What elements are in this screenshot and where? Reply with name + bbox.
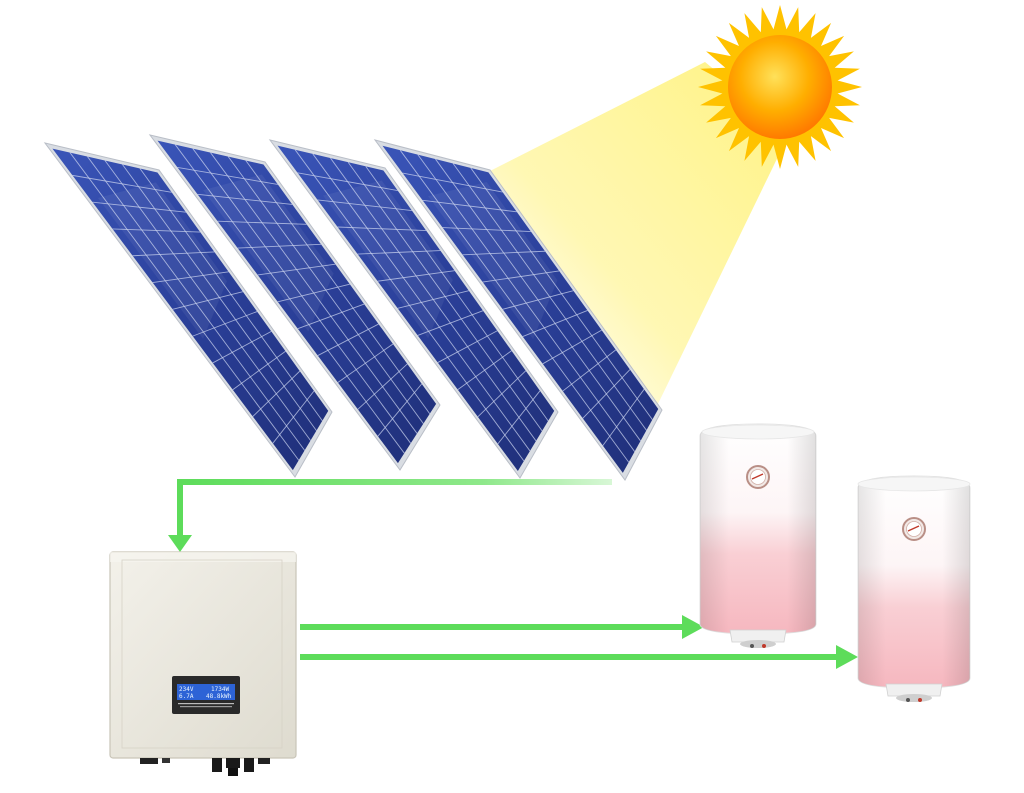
- controller-box-icon: 234V 1734W 6.7A 48.8kWh: [109, 551, 297, 776]
- arrow-controller-to-heater-2: [300, 645, 858, 669]
- thermometer-dial-icon: [746, 465, 770, 489]
- arrow-panels-to-controller: [168, 479, 612, 552]
- water-heater-icon: [699, 423, 817, 648]
- solar-panel-icon: [373, 139, 663, 481]
- lcd-line1-right: 1734W: [211, 686, 229, 693]
- thermometer-dial-icon: [902, 517, 926, 541]
- solar-panel-array: [43, 134, 663, 481]
- water-heater-icon: [857, 475, 971, 702]
- lcd-line2-left: 6.7A: [179, 693, 194, 700]
- cable-connectors: [140, 758, 270, 776]
- sun-core: [728, 35, 832, 139]
- solar-panel-icon: [268, 139, 559, 479]
- lcd-line2-right: 48.8kWh: [206, 693, 232, 700]
- light-beam: [488, 62, 790, 410]
- lcd-line1-left: 234V: [179, 686, 194, 693]
- arrow-controller-to-heater-1: [300, 615, 704, 639]
- lcd-screen: [177, 684, 235, 700]
- solar-panel-icon: [43, 142, 333, 478]
- sun-icon: [698, 5, 862, 169]
- solar-panel-icon: [148, 134, 441, 471]
